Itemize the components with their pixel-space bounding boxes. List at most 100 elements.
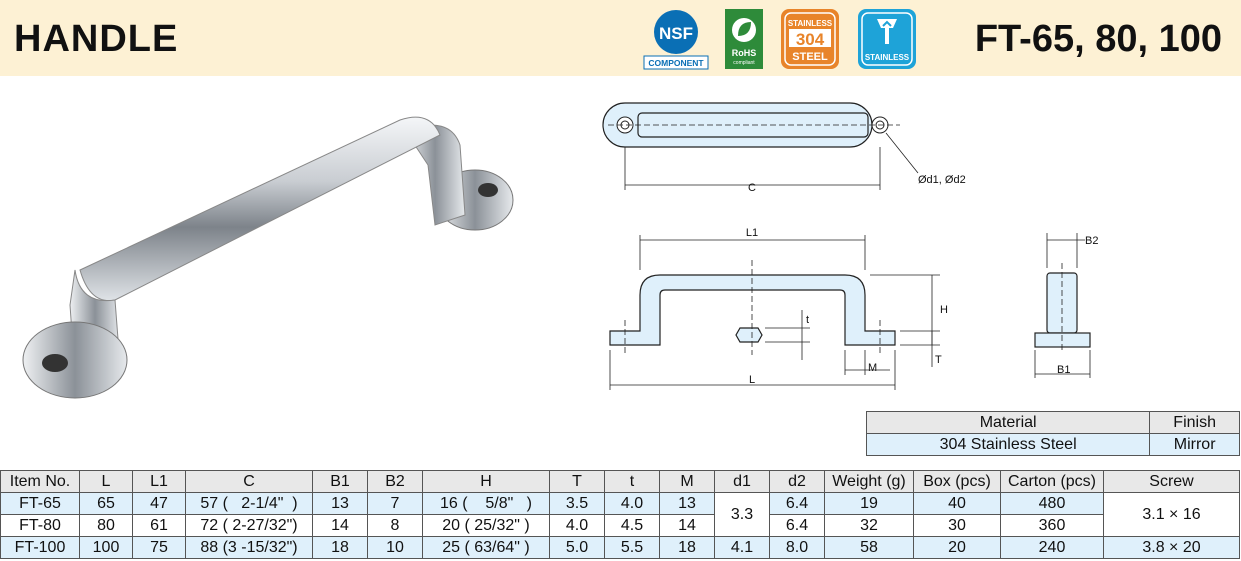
cell-t-upper: 4.0 <box>549 514 605 537</box>
cell-item: FT-80 <box>0 514 80 537</box>
col-l1: L1 <box>132 470 186 493</box>
col-d2: d2 <box>769 470 825 493</box>
col-t-lower: t <box>604 470 660 493</box>
material-finish-table: Material Finish 304 Stainless Steel Mirr… <box>865 411 1240 456</box>
col-m: M <box>659 470 715 493</box>
cell-m: 13 <box>659 492 715 515</box>
cell-t-upper: 3.5 <box>549 492 605 515</box>
cell-c: 57 ( 2-1/4" ) <box>185 492 313 515</box>
svg-text:L1: L1 <box>746 227 758 239</box>
cell-m: 14 <box>659 514 715 537</box>
cell-item: FT-100 <box>0 536 80 559</box>
cell-weight: 19 <box>824 492 914 515</box>
cell-box: 20 <box>913 536 1001 559</box>
material-value: 304 Stainless Steel <box>865 433 1151 456</box>
finish-value: Mirror <box>1149 433 1240 456</box>
col-weight: Weight (g) <box>824 470 914 493</box>
cell-item: FT-65 <box>0 492 80 515</box>
svg-text:B2: B2 <box>1085 235 1098 247</box>
cell-screw-merged: 3.1 × 16 <box>1103 492 1240 537</box>
cell-weight: 58 <box>824 536 914 559</box>
col-carton: Carton (pcs) <box>1000 470 1104 493</box>
svg-text:304: 304 <box>796 30 825 49</box>
cell-d1: 4.1 <box>714 536 770 559</box>
cell-weight: 32 <box>824 514 914 537</box>
page-title: HANDLE <box>14 18 179 60</box>
cell-l: 80 <box>79 514 133 537</box>
material-header: Material <box>865 411 1151 434</box>
svg-text:compliant: compliant <box>733 60 755 66</box>
cell-l1: 75 <box>132 536 186 559</box>
svg-text:L: L <box>749 374 755 386</box>
svg-text:T: T <box>935 354 942 366</box>
svg-text:STAINLESS: STAINLESS <box>865 53 910 62</box>
col-t-upper: T <box>549 470 605 493</box>
col-l: L <box>79 470 133 493</box>
dimension-table: Item No. L L1 C B1 B2 H T t M d1 d2 Weig… <box>0 470 1240 559</box>
svg-text:t: t <box>806 314 809 326</box>
svg-text:STAINLESS: STAINLESS <box>788 19 833 28</box>
cell-c: 88 (3 -15/32") <box>185 536 313 559</box>
svg-text:Ød1, Ød2: Ød1, Ød2 <box>918 174 966 186</box>
svg-text:RoHS: RoHS <box>732 48 757 58</box>
cell-c: 72 ( 2-27/32") <box>185 514 313 537</box>
cell-h: 25 ( 63/64" ) <box>422 536 550 559</box>
col-box: Box (pcs) <box>913 470 1001 493</box>
side-view-drawing: B2 B1 <box>1025 228 1115 388</box>
cell-carton: 360 <box>1000 514 1104 537</box>
svg-text:C: C <box>748 182 756 194</box>
cell-t-lower: 4.0 <box>604 492 660 515</box>
svg-text:STEEL: STEEL <box>792 51 828 63</box>
col-d1: d1 <box>714 470 770 493</box>
cell-l: 65 <box>79 492 133 515</box>
cell-m: 18 <box>659 536 715 559</box>
finish-header: Finish <box>1149 411 1240 434</box>
cell-b1: 13 <box>312 492 368 515</box>
steel-304-badge: STAINLESS 304 STEEL <box>780 8 840 70</box>
table-row: FT-65 65 47 57 ( 2-1/4" ) 13 7 16 ( 5/8"… <box>0 492 1240 537</box>
model-numbers: FT-65, 80, 100 <box>974 18 1222 60</box>
cell-box: 40 <box>913 492 1001 515</box>
svg-text:COMPONENT: COMPONENT <box>648 58 704 68</box>
cell-carton: 240 <box>1000 536 1104 559</box>
svg-text:NSF: NSF <box>659 24 693 43</box>
cell-h: 16 ( 5/8" ) <box>422 492 550 515</box>
product-photo <box>20 105 520 415</box>
cell-t-lower: 4.5 <box>604 514 660 537</box>
nsf-badge: NSF COMPONENT <box>643 8 709 70</box>
stainless-screw-badge: STAINLESS <box>857 8 917 70</box>
cell-l: 100 <box>79 536 133 559</box>
col-screw: Screw <box>1103 470 1240 493</box>
cell-l1: 47 <box>132 492 186 515</box>
cell-t-upper: 5.0 <box>549 536 605 559</box>
cell-t-lower: 5.5 <box>604 536 660 559</box>
col-c: C <box>185 470 313 493</box>
cell-box: 30 <box>913 514 1001 537</box>
svg-text:M: M <box>868 362 877 374</box>
svg-text:H: H <box>940 304 948 316</box>
col-item: Item No. <box>0 470 80 493</box>
col-b1: B1 <box>312 470 368 493</box>
svg-text:B1: B1 <box>1057 364 1070 376</box>
col-b2: B2 <box>367 470 423 493</box>
rohs-badge: RoHS compliant <box>724 8 764 70</box>
cell-l1: 61 <box>132 514 186 537</box>
cell-b2: 10 <box>367 536 423 559</box>
table-row: FT-100 100 75 88 (3 -15/32") 18 10 25 ( … <box>0 536 1240 559</box>
header-bar: HANDLE NSF COMPONENT RoHS compliant STAI… <box>0 0 1241 76</box>
cell-d2: 6.4 <box>769 492 825 515</box>
col-h: H <box>422 470 550 493</box>
table-header-row: Item No. L L1 C B1 B2 H T t M d1 d2 Weig… <box>0 470 1240 493</box>
cell-b1: 14 <box>312 514 368 537</box>
cell-b2: 7 <box>367 492 423 515</box>
cell-h: 20 ( 25/32" ) <box>422 514 550 537</box>
cell-b1: 18 <box>312 536 368 559</box>
cell-d2: 6.4 <box>769 514 825 537</box>
cell-d2: 8.0 <box>769 536 825 559</box>
cell-screw: 3.8 × 20 <box>1103 536 1240 559</box>
cell-carton: 480 <box>1000 492 1104 515</box>
technical-drawing: C Ød1, Ød2 L1 L H t T M <box>600 95 1020 400</box>
cell-b2: 8 <box>367 514 423 537</box>
table-row: FT-80 80 61 72 ( 2-27/32") 14 8 20 ( 25/… <box>0 514 1240 537</box>
cell-d1-merged: 3.3 <box>714 492 770 537</box>
